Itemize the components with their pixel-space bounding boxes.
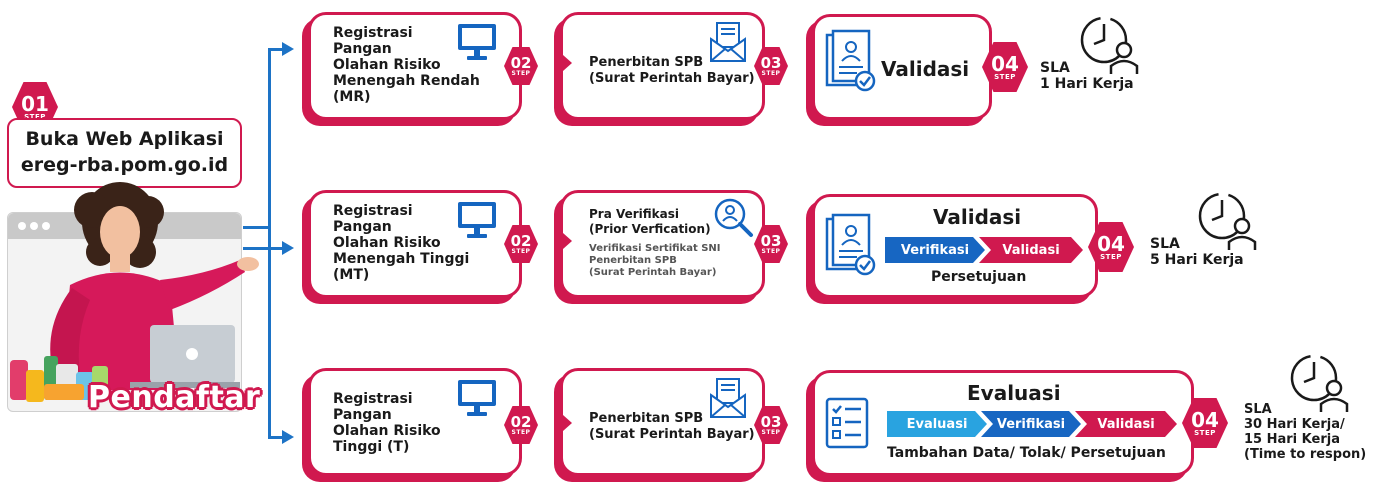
row2-preverification-card: Pra Verifikasi (Prior Verfication) Verif… <box>560 190 765 298</box>
row1-validation-title: Validasi <box>881 57 970 81</box>
arrow-bottom <box>282 430 294 444</box>
sla-heading: SLA <box>1040 60 1070 76</box>
row1-reg-line: (MR) <box>333 89 371 105</box>
row2-validation-title: Validasi <box>933 205 1022 229</box>
row3-sla: SLA 30 Hari Kerja/ 15 Hari Kerja (Time t… <box>1244 402 1366 462</box>
row1-spb-card: Penerbitan SPB (Surat Perintah Bayar) <box>560 12 765 120</box>
document-check-icon <box>825 213 876 276</box>
open-web-app-box: Buka Web Aplikasi ereg-rba.pom.go.id <box>7 118 242 188</box>
row2-mid-sub: Verifikasi Sertifikat SNI <box>589 243 721 254</box>
step-word: STEP <box>24 112 46 121</box>
row1-sla: SLA 1 Hari Kerja <box>1040 60 1134 92</box>
row3-spb-line: Penerbitan SPB <box>589 411 704 426</box>
row2-mid-sub: Penerbitan SPB <box>589 255 677 266</box>
row3-evaluation-title: Evaluasi <box>967 381 1061 405</box>
row3-spb-line: (Surat Perintah Bayar) <box>589 427 755 442</box>
connector-middle <box>243 247 284 250</box>
sla-value: 30 Hari Kerja/ <box>1244 417 1345 432</box>
clock-person-icon <box>1198 192 1257 250</box>
person-illustration <box>10 182 259 402</box>
connector-top <box>268 48 284 51</box>
row3-chevron-validation: Validasi <box>1075 411 1177 437</box>
monitor-icon <box>458 380 496 416</box>
row2-mid-line: (Prior Verfication) <box>589 222 711 236</box>
arrow-middle <box>282 241 294 255</box>
clock-person-icon <box>1080 16 1139 74</box>
connector-stem <box>243 226 270 229</box>
row3-reg-line: Tinggi (T) <box>333 439 410 455</box>
row2-validation-card: Validasi Verifikasi Validasi Persetujuan <box>812 194 1098 298</box>
row2-sla: SLA 5 Hari Kerja <box>1150 236 1244 268</box>
open-web-app-url: ereg-rba.pom.go.id <box>20 154 229 176</box>
row2-mid-line: Pra Verifikasi <box>589 207 680 221</box>
row3-evaluation-card: Evaluasi Evaluasi Verifikasi Validasi Ta… <box>812 370 1194 476</box>
row1-spb-line: (Surat Perintah Bayar) <box>589 71 755 86</box>
clock-person-icon <box>1290 354 1349 412</box>
open-web-app-line1: Buka Web Aplikasi <box>25 128 224 150</box>
sla-heading: SLA <box>1150 236 1180 252</box>
search-person-icon <box>714 198 753 237</box>
connector-bottom <box>268 436 284 439</box>
row2-chevron-validation: Validasi <box>979 237 1083 263</box>
row1-reg-line: Olahan Risiko <box>333 57 441 73</box>
row1-reg-line: Menengah Rendah <box>333 73 480 89</box>
monitor-icon <box>458 202 496 238</box>
sla-heading: SLA <box>1244 402 1272 417</box>
row3-registration-card: Registrasi Pangan Olahan Risiko Tinggi (… <box>308 368 522 476</box>
document-check-icon <box>825 29 876 92</box>
row2-reg-line: Menengah Tinggi <box>333 251 470 267</box>
row2-chevron-verification: Verifikasi <box>885 237 985 263</box>
row3-outcome-label: Tambahan Data/ Tolak/ Persetujuan <box>887 445 1166 461</box>
row2-mid-sub: (Surat Perintah Bayar) <box>589 267 717 278</box>
row3-chevron-verification: Verifikasi <box>981 411 1081 437</box>
row3-spb-card: Penerbitan SPB (Surat Perintah Bayar) <box>560 368 765 476</box>
row2-reg-line: (MT) <box>333 267 370 283</box>
row3-chevron-evaluation: Evaluasi <box>887 411 987 437</box>
row3-reg-line: Registrasi <box>333 391 413 407</box>
sla-value: 5 Hari Kerja <box>1150 252 1244 268</box>
monitor-icon <box>458 24 496 60</box>
row1-reg-line: Registrasi <box>333 25 413 41</box>
row1-spb-line: Penerbitan SPB <box>589 55 704 70</box>
envelope-document-icon <box>710 378 746 418</box>
registrant-label: Pendaftar <box>88 380 261 415</box>
row2-reg-line: Olahan Risiko <box>333 235 441 251</box>
arrow-top <box>282 42 294 56</box>
row2-reg-line: Registrasi <box>333 203 413 219</box>
row3-reg-line: Pangan <box>333 407 392 423</box>
sla-value: (Time to respon) <box>1244 447 1367 462</box>
sla-value: 1 Hari Kerja <box>1040 76 1134 92</box>
row1-reg-line: Pangan <box>333 41 392 57</box>
row2-reg-line: Pangan <box>333 219 392 235</box>
sla-value: 15 Hari Kerja <box>1244 432 1340 447</box>
row3-reg-line: Olahan Risiko <box>333 423 441 439</box>
step-number: 01 <box>21 91 49 116</box>
row2-approval-label: Persetujuan <box>931 269 1027 285</box>
row1-registration-card: Registrasi Pangan Olahan Risiko Menengah… <box>308 12 522 120</box>
row1-validation-card: Validasi <box>812 14 992 120</box>
checklist-icon <box>825 397 869 449</box>
connector-vertical <box>268 48 271 438</box>
row2-registration-card: Registrasi Pangan Olahan Risiko Menengah… <box>308 190 522 298</box>
envelope-document-icon <box>710 22 746 62</box>
